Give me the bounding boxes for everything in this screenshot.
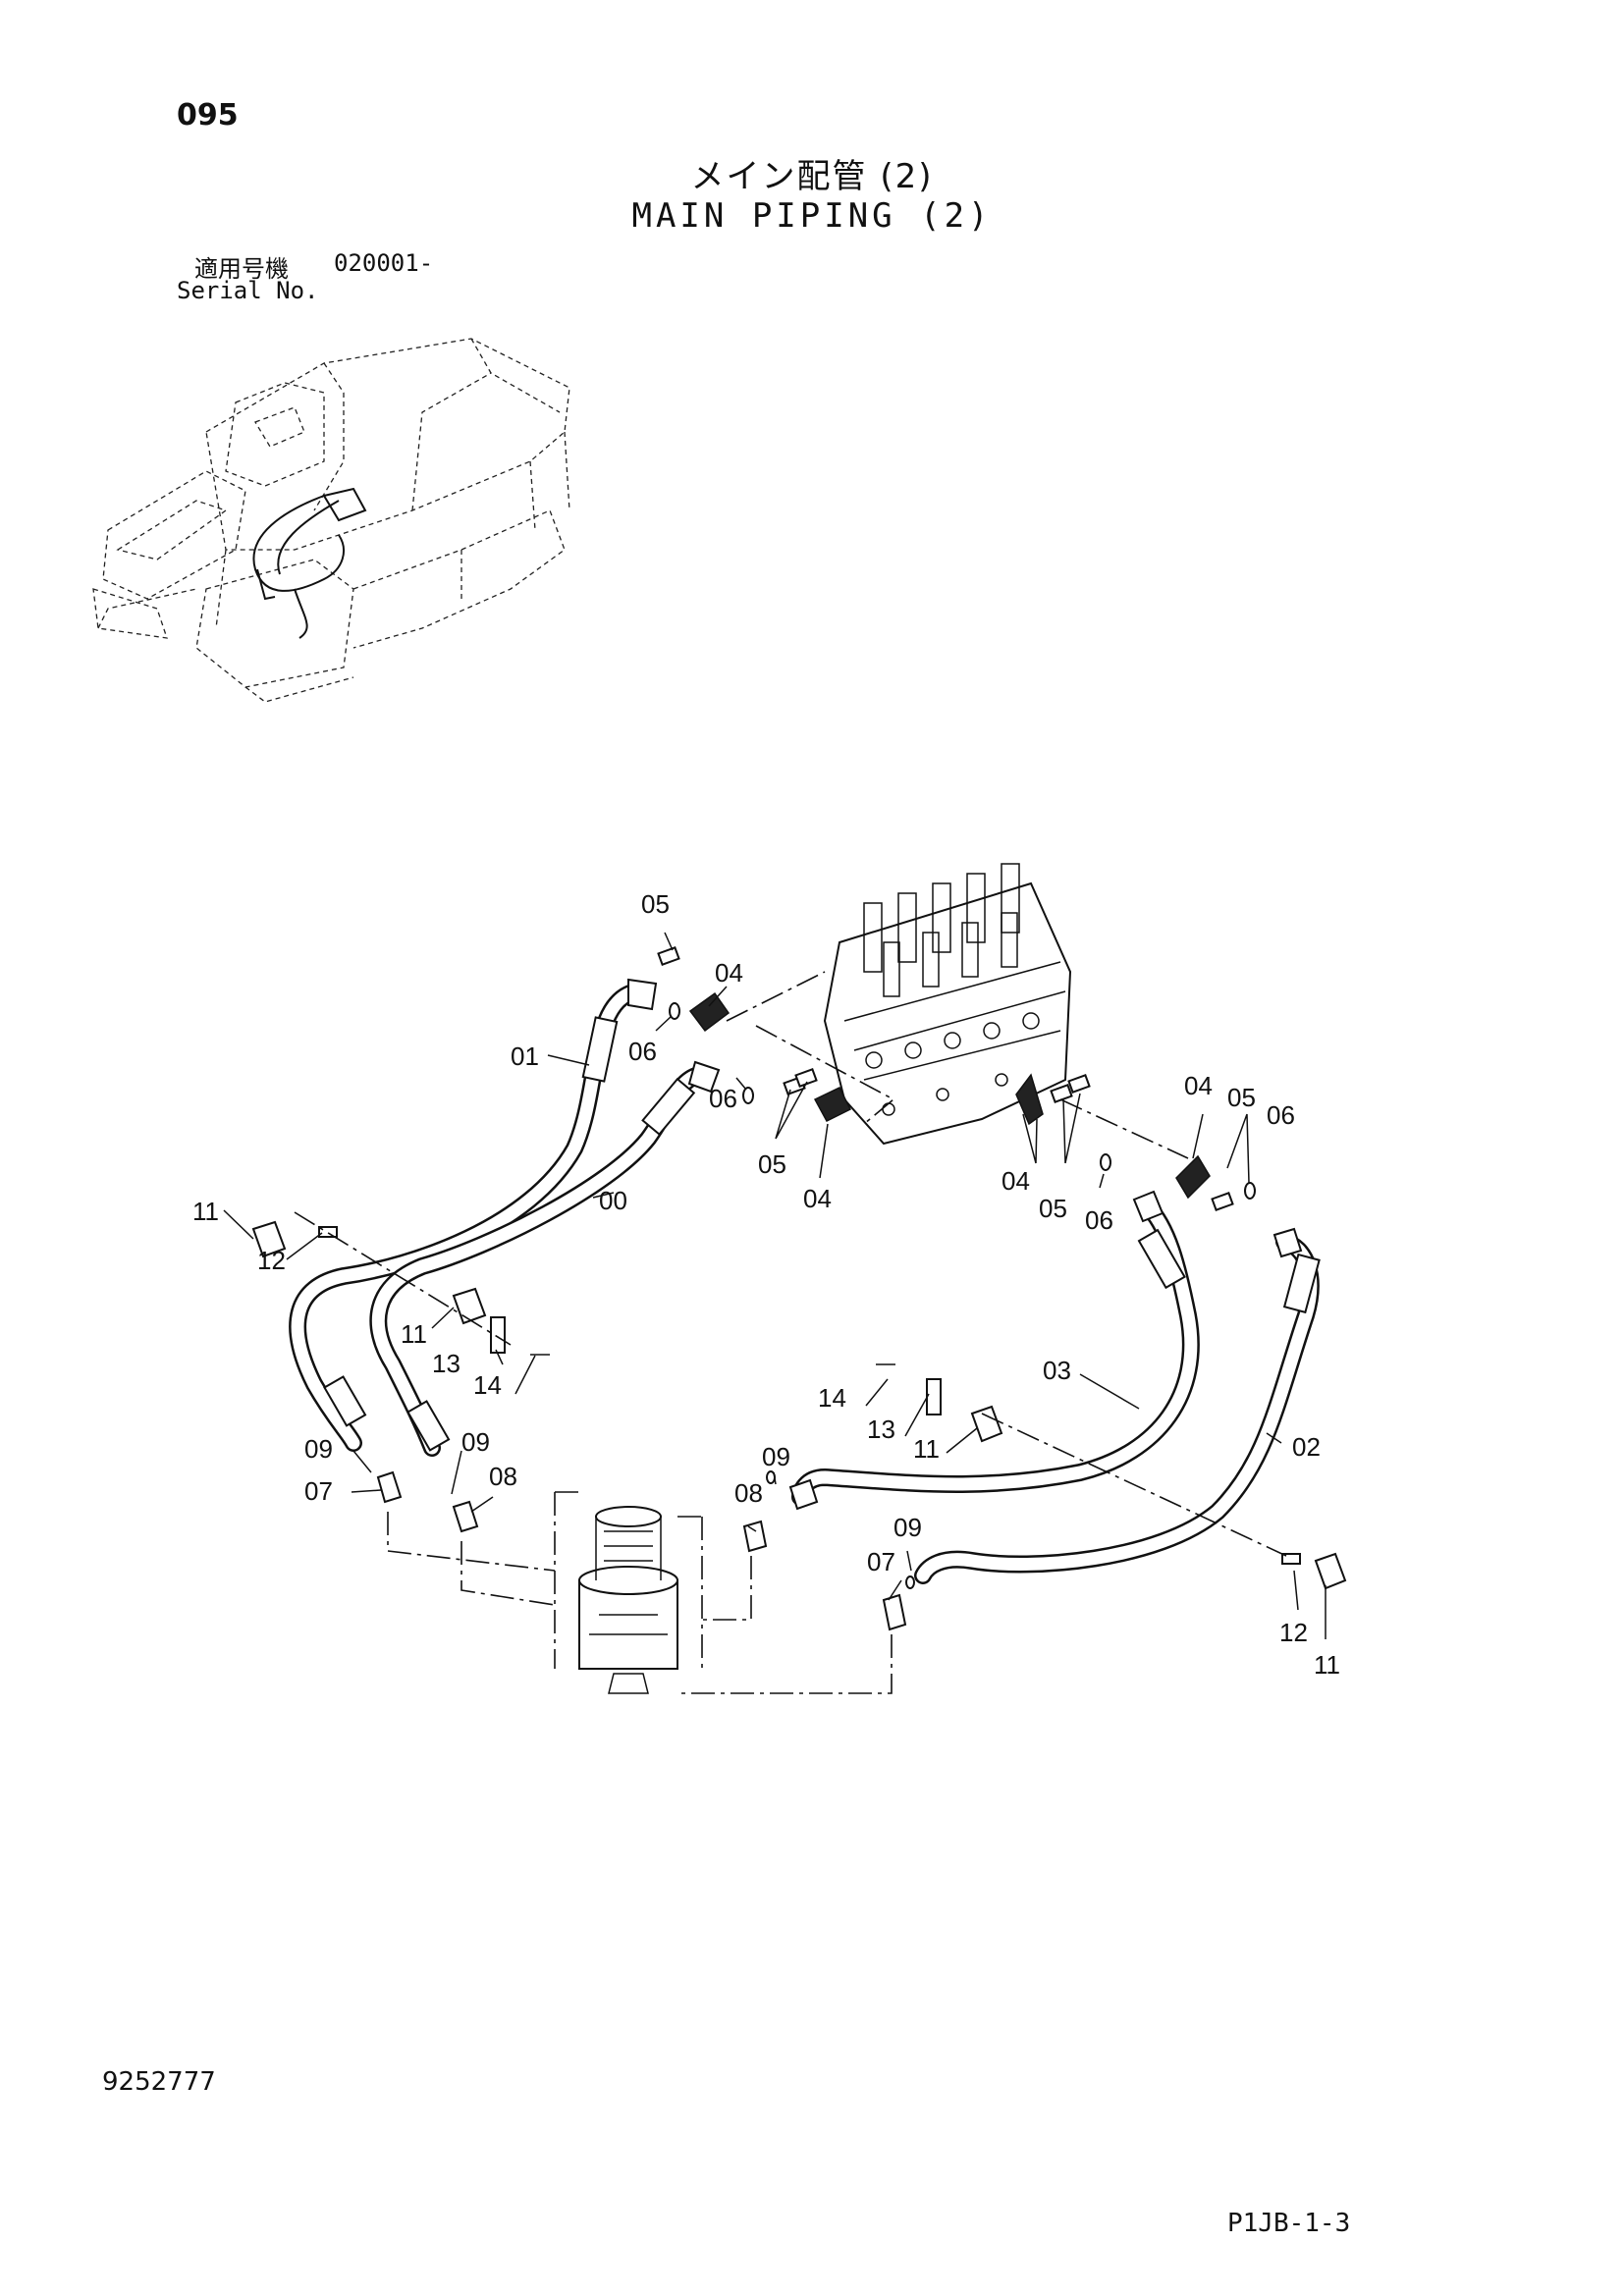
callout-09: 09 (762, 1442, 790, 1471)
page-number: 095 (177, 98, 239, 133)
callout-02: 02 (1292, 1432, 1321, 1462)
title-japanese: メイン配管 (2) (690, 157, 934, 196)
callout-13: 13 (432, 1349, 460, 1378)
drawing-number: 9252777 (102, 2067, 216, 2097)
callout-12: 12 (1279, 1618, 1308, 1647)
callout-04: 04 (1184, 1071, 1213, 1100)
callout-06: 06 (709, 1084, 737, 1113)
callout-08: 08 (489, 1462, 517, 1491)
hose-02 (914, 1227, 1321, 1584)
callout-05: 05 (1039, 1194, 1067, 1223)
callout-01: 01 (511, 1041, 539, 1071)
serial-label-japanese: 適用号機 (194, 255, 289, 283)
callout-05: 05 (1227, 1083, 1256, 1112)
callout-06: 06 (628, 1037, 657, 1066)
serial-label-english: Serial No. (177, 277, 319, 304)
callout-14: 14 (818, 1383, 846, 1413)
callout-13: 13 (867, 1415, 895, 1444)
small-hardware (251, 946, 1347, 1631)
title-english: MAIN PIPING (2) (631, 196, 993, 236)
sheet-code: P1JB-1-3 (1227, 2209, 1351, 2238)
callout-labels: 05 04 01 06 06 05 04 00 04 05 06 04 05 0… (192, 889, 1340, 1680)
callout-08: 08 (734, 1478, 763, 1508)
callout-11: 11 (1314, 1650, 1340, 1680)
hose-03 (788, 1190, 1200, 1511)
callout-07: 07 (867, 1547, 895, 1576)
callout-14: 14 (473, 1370, 502, 1400)
callout-07: 07 (304, 1476, 333, 1506)
callout-04: 04 (1001, 1166, 1030, 1196)
callout-11: 11 (192, 1197, 219, 1226)
leader-lines (223, 932, 1326, 1639)
control-valve (823, 863, 1072, 1146)
machine-overview-thumbnail (92, 338, 570, 703)
callout-11: 11 (913, 1434, 940, 1464)
callout-06: 06 (1085, 1205, 1113, 1235)
serial-number-value: 020001- (334, 249, 434, 277)
callout-11: 11 (401, 1319, 427, 1349)
callout-12: 12 (257, 1246, 286, 1275)
hose-00 (369, 1060, 721, 1457)
assembly-centerlines (294, 971, 1287, 1694)
callout-03: 03 (1043, 1356, 1071, 1385)
callout-05: 05 (641, 889, 670, 919)
hose-01 (289, 978, 658, 1452)
callout-04: 04 (803, 1184, 832, 1213)
callout-09: 09 (304, 1434, 333, 1464)
callout-00: 00 (599, 1186, 627, 1215)
callout-04: 04 (715, 958, 743, 988)
callout-06: 06 (1267, 1100, 1295, 1130)
callout-09: 09 (461, 1427, 490, 1457)
swivel-joint (554, 1491, 703, 1694)
callout-05: 05 (758, 1149, 786, 1179)
callout-09: 09 (893, 1513, 922, 1542)
